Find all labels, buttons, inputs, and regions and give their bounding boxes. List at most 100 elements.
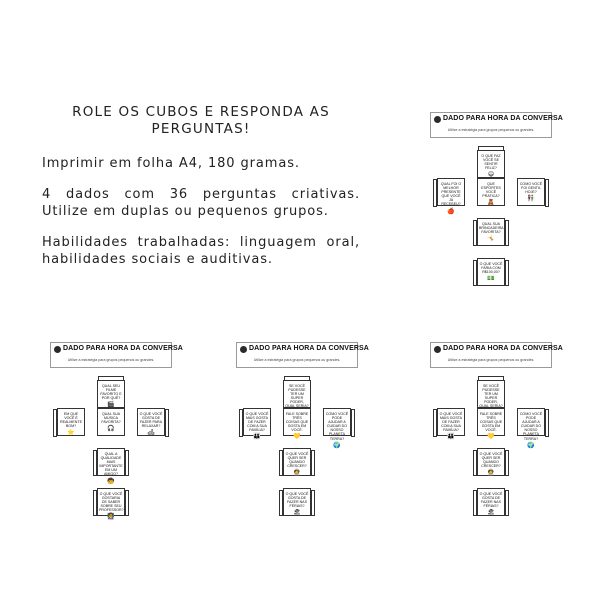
face-question: COMO VOCÊ FOI GENTIL HOJE?	[519, 182, 543, 195]
face-question: O QUE VOCÊ MAIS GOSTA DE FAZER COM A SUA…	[439, 412, 463, 433]
intro-title: ROLE OS CUBOS E RESPONDA AS PERGUNTAS!	[72, 104, 330, 137]
glue-tab	[545, 409, 549, 437]
face-top: QUAL SEU FILME FAVORITO E POR QUÊ?🎬	[97, 380, 125, 408]
glue-tab	[284, 376, 310, 380]
face-lower: O QUE VOCÊ QUER SER QUANDO CRESCER?🧑‍🚀	[283, 448, 311, 476]
smiley-icon: 😄	[487, 171, 495, 179]
glue-tab	[98, 376, 124, 380]
sheet-header: DADO PARA HORA DA CONVERSA Utilize a est…	[430, 112, 563, 138]
face-question: QUAL SEU FILME FAVORITO E POR QUÊ?	[100, 384, 122, 401]
face-question: O QUE VOCÊ QUER SER QUANDO CRESCER?	[479, 452, 503, 469]
face-question: FALE SOBRE TRÊS COISAS QUE GOSTA EM VOCÊ…	[285, 412, 309, 433]
intro-paragraph-skills: Habilidades trabalhadas: linguagem oral,…	[42, 235, 360, 267]
face-center: FALE SOBRE TRÊS COISAS QUE GOSTA EM VOCÊ…	[283, 408, 311, 440]
glue-tab	[311, 490, 315, 516]
face-question: COMO VOCÊ PODE AJUDAR A CUIDAR DO NOSSO …	[325, 412, 349, 441]
glue-tab	[239, 409, 243, 437]
sheet-subtitle: Utilize a estratégia para grupos pequeno…	[447, 358, 535, 362]
gift-icon: 🍎	[447, 207, 455, 215]
sheet-subtitle: Utilize a estratégia para grupos pequeno…	[447, 128, 535, 132]
kindness-icon: 👫	[527, 195, 535, 203]
glue-tab	[505, 220, 509, 246]
sheet-subtitle: Utilize a estratégia para grupos pequeno…	[67, 358, 155, 362]
face-center: QUE ESPORTES VOCÊ PRATICA?🧸	[477, 178, 505, 206]
glue-tab	[311, 450, 315, 476]
face-lower: QUAL A QUALIDADE MAIS IMPORTANTE EM UM A…	[97, 448, 125, 485]
face-question: EM QUE VOCÊ É REALMENTE BOM?	[60, 412, 82, 429]
sheet-title: DADO PARA HORA DA CONVERSA	[443, 345, 563, 352]
intro-paragraph-print: Imprimir em folha A4, 180 gramas.	[42, 156, 300, 171]
career-icon: 🧑‍🚀	[487, 469, 495, 477]
sheet-header: DADO PARA HORA DA CONVERSA Utilize a est…	[236, 342, 369, 368]
glue-tab	[125, 450, 129, 476]
face-question: O QUE VOCÊ MAIS GOSTA DE FAZER COM A SUA…	[245, 412, 269, 433]
glue-tab	[505, 490, 509, 516]
face-question: FALE SOBRE TRÊS COISAS QUE GOSTA EM VOCÊ…	[479, 412, 503, 433]
glue-tab	[433, 179, 437, 207]
face-question: QUAL SUA BRINCADEIRA FAVORITA?	[479, 222, 504, 235]
dice-sheet-2: DADO PARA HORA DA CONVERSA Utilize a est…	[48, 342, 183, 521]
sheet-title: DADO PARA HORA DA CONVERSA	[63, 345, 183, 352]
glue-tab	[473, 490, 477, 516]
face-center: QUAL SUA MÚSICA FAVORITA?🎧	[97, 408, 125, 436]
face-bottom: O QUE VOCÊ FARIA COM R$100,00?💵	[477, 258, 505, 286]
glue-tab	[505, 260, 509, 286]
film-icon: 🎬	[107, 401, 115, 409]
face-question: QUAL FOI O MELHOR PRESENTE QUE VOCÊ JÁ R…	[440, 182, 462, 207]
glue-tab	[165, 409, 169, 437]
glue-tab	[433, 409, 437, 437]
sports-icon: 🧸	[487, 199, 495, 207]
family-icon: 👪	[253, 433, 261, 441]
face-bottom: O QUE VOCÊ GOSTA DE FAZER NAS FÉRIAS?🏖	[283, 488, 311, 516]
face-question: COMO VOCÊ PODE AJUDAR A CUIDAR DO NOSSO …	[519, 412, 543, 441]
vacation-icon: 🏖	[487, 509, 495, 517]
glue-tab	[545, 179, 549, 207]
friend-icon: 🧒	[107, 477, 115, 485]
glue-tab	[53, 409, 57, 437]
dice-sheet-1: DADO PARA HORA DA CONVERSA Utilize a est…	[428, 112, 563, 290]
face-question: QUE ESPORTES VOCÊ PRATICA?	[481, 182, 501, 199]
face-left: O QUE VOCÊ MAIS GOSTA DE FAZER COM A SUA…	[243, 408, 271, 440]
face-right: O QUE VOCÊ GOSTA DE FAZER PARA RELAXAR?🛋	[137, 408, 165, 436]
face-top: SE VOCÊ PUDESSE TER UM SUPER PODER, QUAL…	[477, 380, 505, 417]
face-lower: O QUE VOCÊ QUER SER QUANDO CRESCER?🧑‍🚀	[477, 448, 505, 476]
face-question: O QUE VOCÊ FARIA COM R$100,00?	[479, 262, 503, 275]
face-left: O QUE VOCÊ MAIS GOSTA DE FAZER COM A SUA…	[437, 408, 465, 440]
money-icon: 💵	[487, 275, 495, 283]
teacher-icon: 👩‍🏫	[107, 513, 115, 521]
glue-tab	[473, 220, 477, 246]
bullet-icon	[434, 116, 441, 123]
glue-tab	[351, 409, 355, 437]
bullet-icon	[434, 346, 441, 353]
face-center: FALE SOBRE TRÊS COISAS QUE GOSTA EM VOCÊ…	[477, 408, 505, 440]
play-icon: 🤸	[487, 235, 495, 243]
sheet-title: DADO PARA HORA DA CONVERSA	[249, 345, 369, 352]
face-top: O QUE FAZ VOCÊ SE SENTIR FELIZ?😄	[477, 150, 505, 178]
sheet-title: DADO PARA HORA DA CONVERSA	[443, 115, 563, 122]
bullet-icon	[54, 346, 61, 353]
face-question: O QUE VOCÊ GOSTA DE FAZER NAS FÉRIAS?	[479, 492, 503, 509]
vacation-icon: 🏖	[293, 509, 301, 517]
heart-icon: 💛	[293, 433, 301, 441]
glue-tab	[478, 376, 504, 380]
dice-sheet-3: DADO PARA HORA DA CONVERSA Utilize a est…	[234, 342, 369, 520]
face-right: COMO VOCÊ PODE AJUDAR A CUIDAR DO NOSSO …	[323, 408, 351, 449]
face-question: O QUE VOCÊ GOSTA DE FAZER NAS FÉRIAS?	[285, 492, 309, 509]
bullet-icon	[240, 346, 247, 353]
glue-tab	[279, 450, 283, 476]
face-question: O QUE VOCÊ GOSTA DE FAZER PARA RELAXAR?	[139, 412, 163, 429]
face-lower: QUAL SUA BRINCADEIRA FAVORITA?🤸	[477, 218, 505, 246]
intro-paragraph-dice: 4 dados com 36 perguntas criativas. Util…	[42, 187, 360, 219]
glue-tab	[125, 490, 129, 516]
face-question: SE VOCÊ PUDESSE TER UM SUPER PODER, QUAL…	[479, 384, 503, 409]
face-top: SE VOCÊ PUDESSE TER UM SUPER PODER, QUAL…	[283, 380, 311, 417]
face-question: O QUE VOCÊ GOSTARIA DE SABER SOBRE SEU P…	[99, 492, 124, 513]
intro-block: ROLE OS CUBOS E RESPONDA AS PERGUNTAS! I…	[42, 104, 360, 268]
face-bottom: O QUE VOCÊ GOSTA DE FAZER NAS FÉRIAS?🏖	[477, 488, 505, 516]
star-icon: ⭐	[67, 429, 75, 437]
face-question: O QUE FAZ VOCÊ SE SENTIR FELIZ?	[481, 154, 501, 171]
music-icon: 🎧	[107, 425, 115, 433]
face-left: QUAL FOI O MELHOR PRESENTE QUE VOCÊ JÁ R…	[437, 178, 465, 215]
glue-tab	[93, 490, 97, 516]
sheet-header: DADO PARA HORA DA CONVERSA Utilize a est…	[50, 342, 183, 368]
